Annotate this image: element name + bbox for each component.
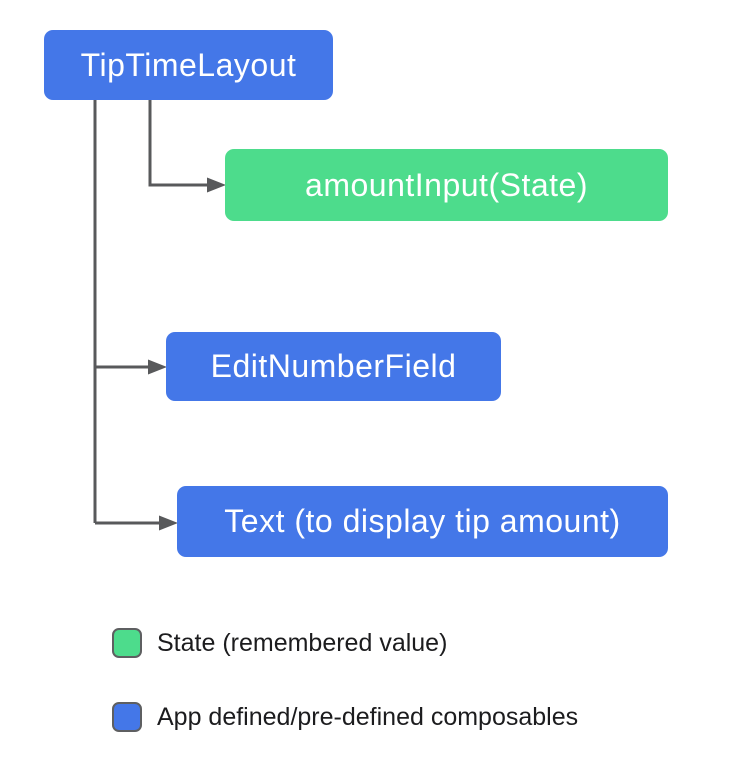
legend-item-state: State (remembered value) bbox=[112, 628, 447, 658]
legend-item-composables: App defined/pre-defined composables bbox=[112, 702, 578, 732]
legend-swatch-composables-icon bbox=[112, 702, 142, 732]
legend-label-composables: App defined/pre-defined composables bbox=[157, 702, 579, 731]
node-amountinput-state: amountInput(State) bbox=[225, 149, 668, 221]
arrowhead-editnumberfield-icon bbox=[148, 359, 167, 375]
arrowhead-amountinput-icon bbox=[207, 177, 226, 193]
node-tiptimelayout: TipTimeLayout bbox=[44, 30, 333, 100]
connector-root-to-amountinput bbox=[148, 100, 208, 187]
node-editnumberfield: EditNumberField bbox=[166, 332, 501, 401]
legend-swatch-state-icon bbox=[112, 628, 142, 658]
node-text-display-tip-amount: Text (to display tip amount) bbox=[177, 486, 668, 557]
arrowhead-text-icon bbox=[159, 515, 178, 531]
legend-label-state: State (remembered value) bbox=[157, 628, 448, 657]
